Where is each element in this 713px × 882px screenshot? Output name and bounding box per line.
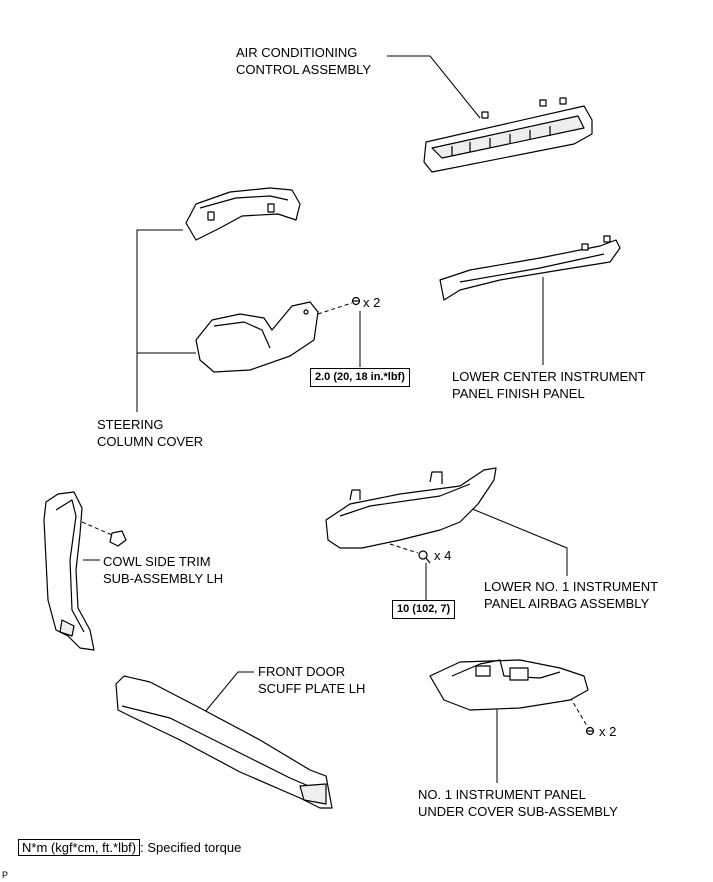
under-cover-label-line1: NO. 1 INSTRUMENT PANEL — [418, 787, 586, 802]
under-cover-screw-quantity: x 2 — [599, 724, 617, 739]
scuff-plate-part — [115, 675, 333, 809]
lower-center-panel-label-line1: LOWER CENTER INSTRUMENT — [452, 369, 646, 384]
cowl-trim-label-line2: SUB-ASSEMBLY LH — [103, 571, 224, 586]
leader-airbag — [469, 507, 568, 576]
dash-airbag-bolt — [389, 543, 419, 554]
torque-legend: N*m (kgf*cm, ft.*lbf): Specified torque — [18, 839, 241, 856]
under-cover-label-line2: UNDER COVER SUB-ASSEMBLY — [418, 804, 618, 819]
airbag-torque-spec: 10 (102, 7) — [392, 600, 456, 619]
steering-torque-spec: 2.0 (20, 18 in.*lbf) — [310, 368, 410, 387]
leader-scuff — [204, 671, 254, 713]
leader-steering-top — [136, 229, 183, 412]
leader-ac-control — [387, 55, 481, 119]
airbag-assembly-label-line1: LOWER NO. 1 INSTRUMENT — [484, 579, 659, 594]
under-cover-part — [429, 659, 589, 711]
lower-center-finish-panel-part — [439, 235, 621, 301]
torque-legend-unit-box: N*m (kgf*cm, ft.*lbf) — [18, 839, 141, 856]
cowl-trim-label-line1: COWL SIDE TRIM — [103, 554, 211, 569]
cowl-clip-part — [109, 530, 127, 547]
airbag-bolt-part — [418, 550, 431, 564]
steering-screw-quantity: x 2 — [363, 295, 381, 310]
dash-cowl-clip — [81, 521, 113, 536]
steering-cover-label-line1: STEERING — [97, 417, 164, 432]
airbag-bolt-quantity: x 4 — [434, 548, 452, 563]
ac-control-assembly-part — [423, 97, 593, 173]
steering-cover-upper-part — [185, 187, 301, 241]
scuff-plate-label-line2: SCUFF PLATE LH — [258, 681, 366, 696]
lower-airbag-assembly-part — [325, 467, 497, 549]
steering-screw-part — [351, 296, 361, 306]
steering-cover-label-line2: COLUMN COVER — [97, 434, 204, 449]
ac-control-label-line1: AIR CONDITIONING — [236, 45, 358, 60]
dash-steer-screw — [317, 302, 353, 315]
ac-control-label-line2: CONTROL ASSEMBLY — [236, 62, 372, 77]
torque-legend-text: : Specified torque — [140, 840, 242, 855]
under-cover-screw-part — [585, 726, 595, 736]
steering-cover-lower-part — [195, 301, 319, 373]
airbag-assembly-label-line2: PANEL AIRBAG ASSEMBLY — [484, 596, 650, 611]
illustration-code: P — [2, 870, 9, 880]
lower-center-panel-label-line2: PANEL FINISH PANEL — [452, 386, 585, 401]
scuff-plate-label-line1: FRONT DOOR — [258, 664, 346, 679]
cowl-side-trim-part — [43, 491, 95, 651]
dash-under-screw — [569, 696, 588, 727]
